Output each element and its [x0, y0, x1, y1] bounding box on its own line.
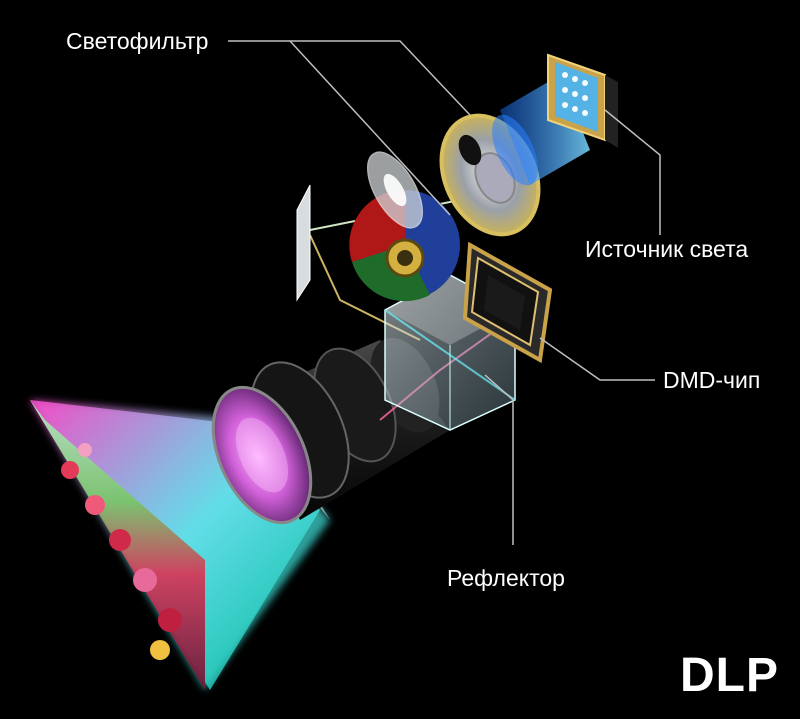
leader-color-filter-2: [289, 40, 451, 216]
leader-dmd-chip: [539, 337, 655, 381]
label-color-filter: Светофильтр: [66, 28, 209, 54]
leader-light-source: [604, 109, 661, 235]
dmd-chip: [462, 241, 553, 364]
leader-lines: [228, 40, 661, 545]
label-reflector: Рефлектор: [447, 565, 565, 591]
projected-image-flowers: [30, 400, 205, 690]
condenser-lens: [367, 151, 423, 229]
leader-reflector: [484, 374, 514, 545]
leader-color-filter: [228, 40, 471, 116]
label-light-source: Источник света: [585, 236, 749, 262]
brand-logo-dlp: DLP: [680, 649, 779, 702]
label-dmd-chip: DMD-чип: [663, 367, 761, 393]
fold-mirror: [296, 184, 311, 302]
light-source: [492, 53, 618, 186]
